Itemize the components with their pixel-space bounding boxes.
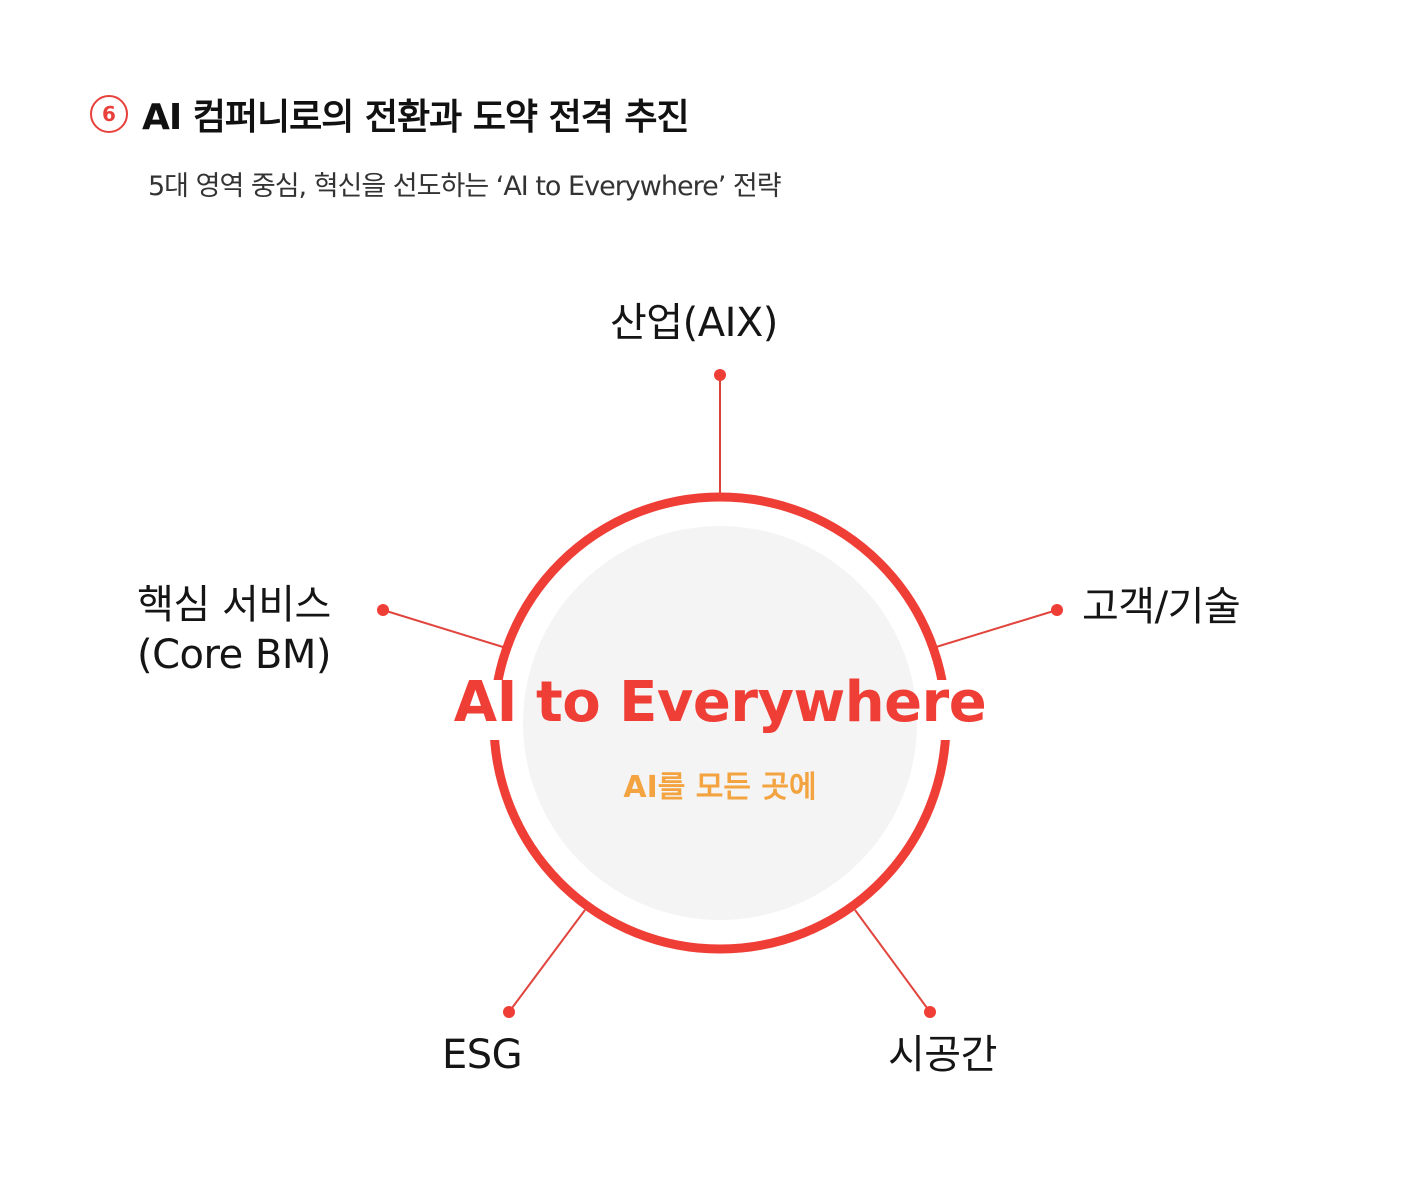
ring-gap-left [488, 680, 510, 740]
node-dot-top [714, 369, 726, 381]
area-label-customer-tech: 고객/기술 [1082, 584, 1241, 630]
node-dot-bottom-right [924, 1006, 936, 1018]
connector-right [935, 609, 1058, 648]
node-dot-left [377, 604, 389, 616]
section-number-badge: 6 [90, 95, 128, 133]
connector-bottom-left [508, 909, 586, 1013]
connector-bottom-right [854, 909, 931, 1013]
connector-left [382, 609, 504, 648]
area-label-core-service-line1: 핵심 서비스 [137, 582, 331, 628]
area-label-core-service: 핵심 서비스 (Core BM) [108, 580, 360, 680]
title-row: 6 AI 컴퍼니로의 전환과 도약 전격 추진 [90, 88, 690, 140]
ring-gap-right [930, 680, 952, 740]
area-label-core-service-line2: (Core BM) [137, 632, 331, 678]
area-label-space-time: 시공간 [888, 1032, 997, 1078]
area-label-industry: 산업(AIX) [610, 300, 778, 346]
center-title: AI to Everywhere [453, 670, 987, 735]
page-subtitle: 5대 영역 중심, 혁신을 선도하는 ‘AI to Everywhere’ 전략 [148, 171, 782, 202]
node-dot-right [1051, 604, 1063, 616]
section-header: 6 AI 컴퍼니로의 전환과 도약 전격 추진 [90, 88, 690, 140]
center-subtitle: AI를 모든 곳에 [623, 770, 817, 805]
area-label-esg: ESG [442, 1032, 523, 1078]
page-title: AI 컴퍼니로의 전환과 도약 전격 추진 [142, 97, 690, 138]
inner-circle [523, 526, 917, 920]
node-dot-bottom-left [503, 1006, 515, 1018]
